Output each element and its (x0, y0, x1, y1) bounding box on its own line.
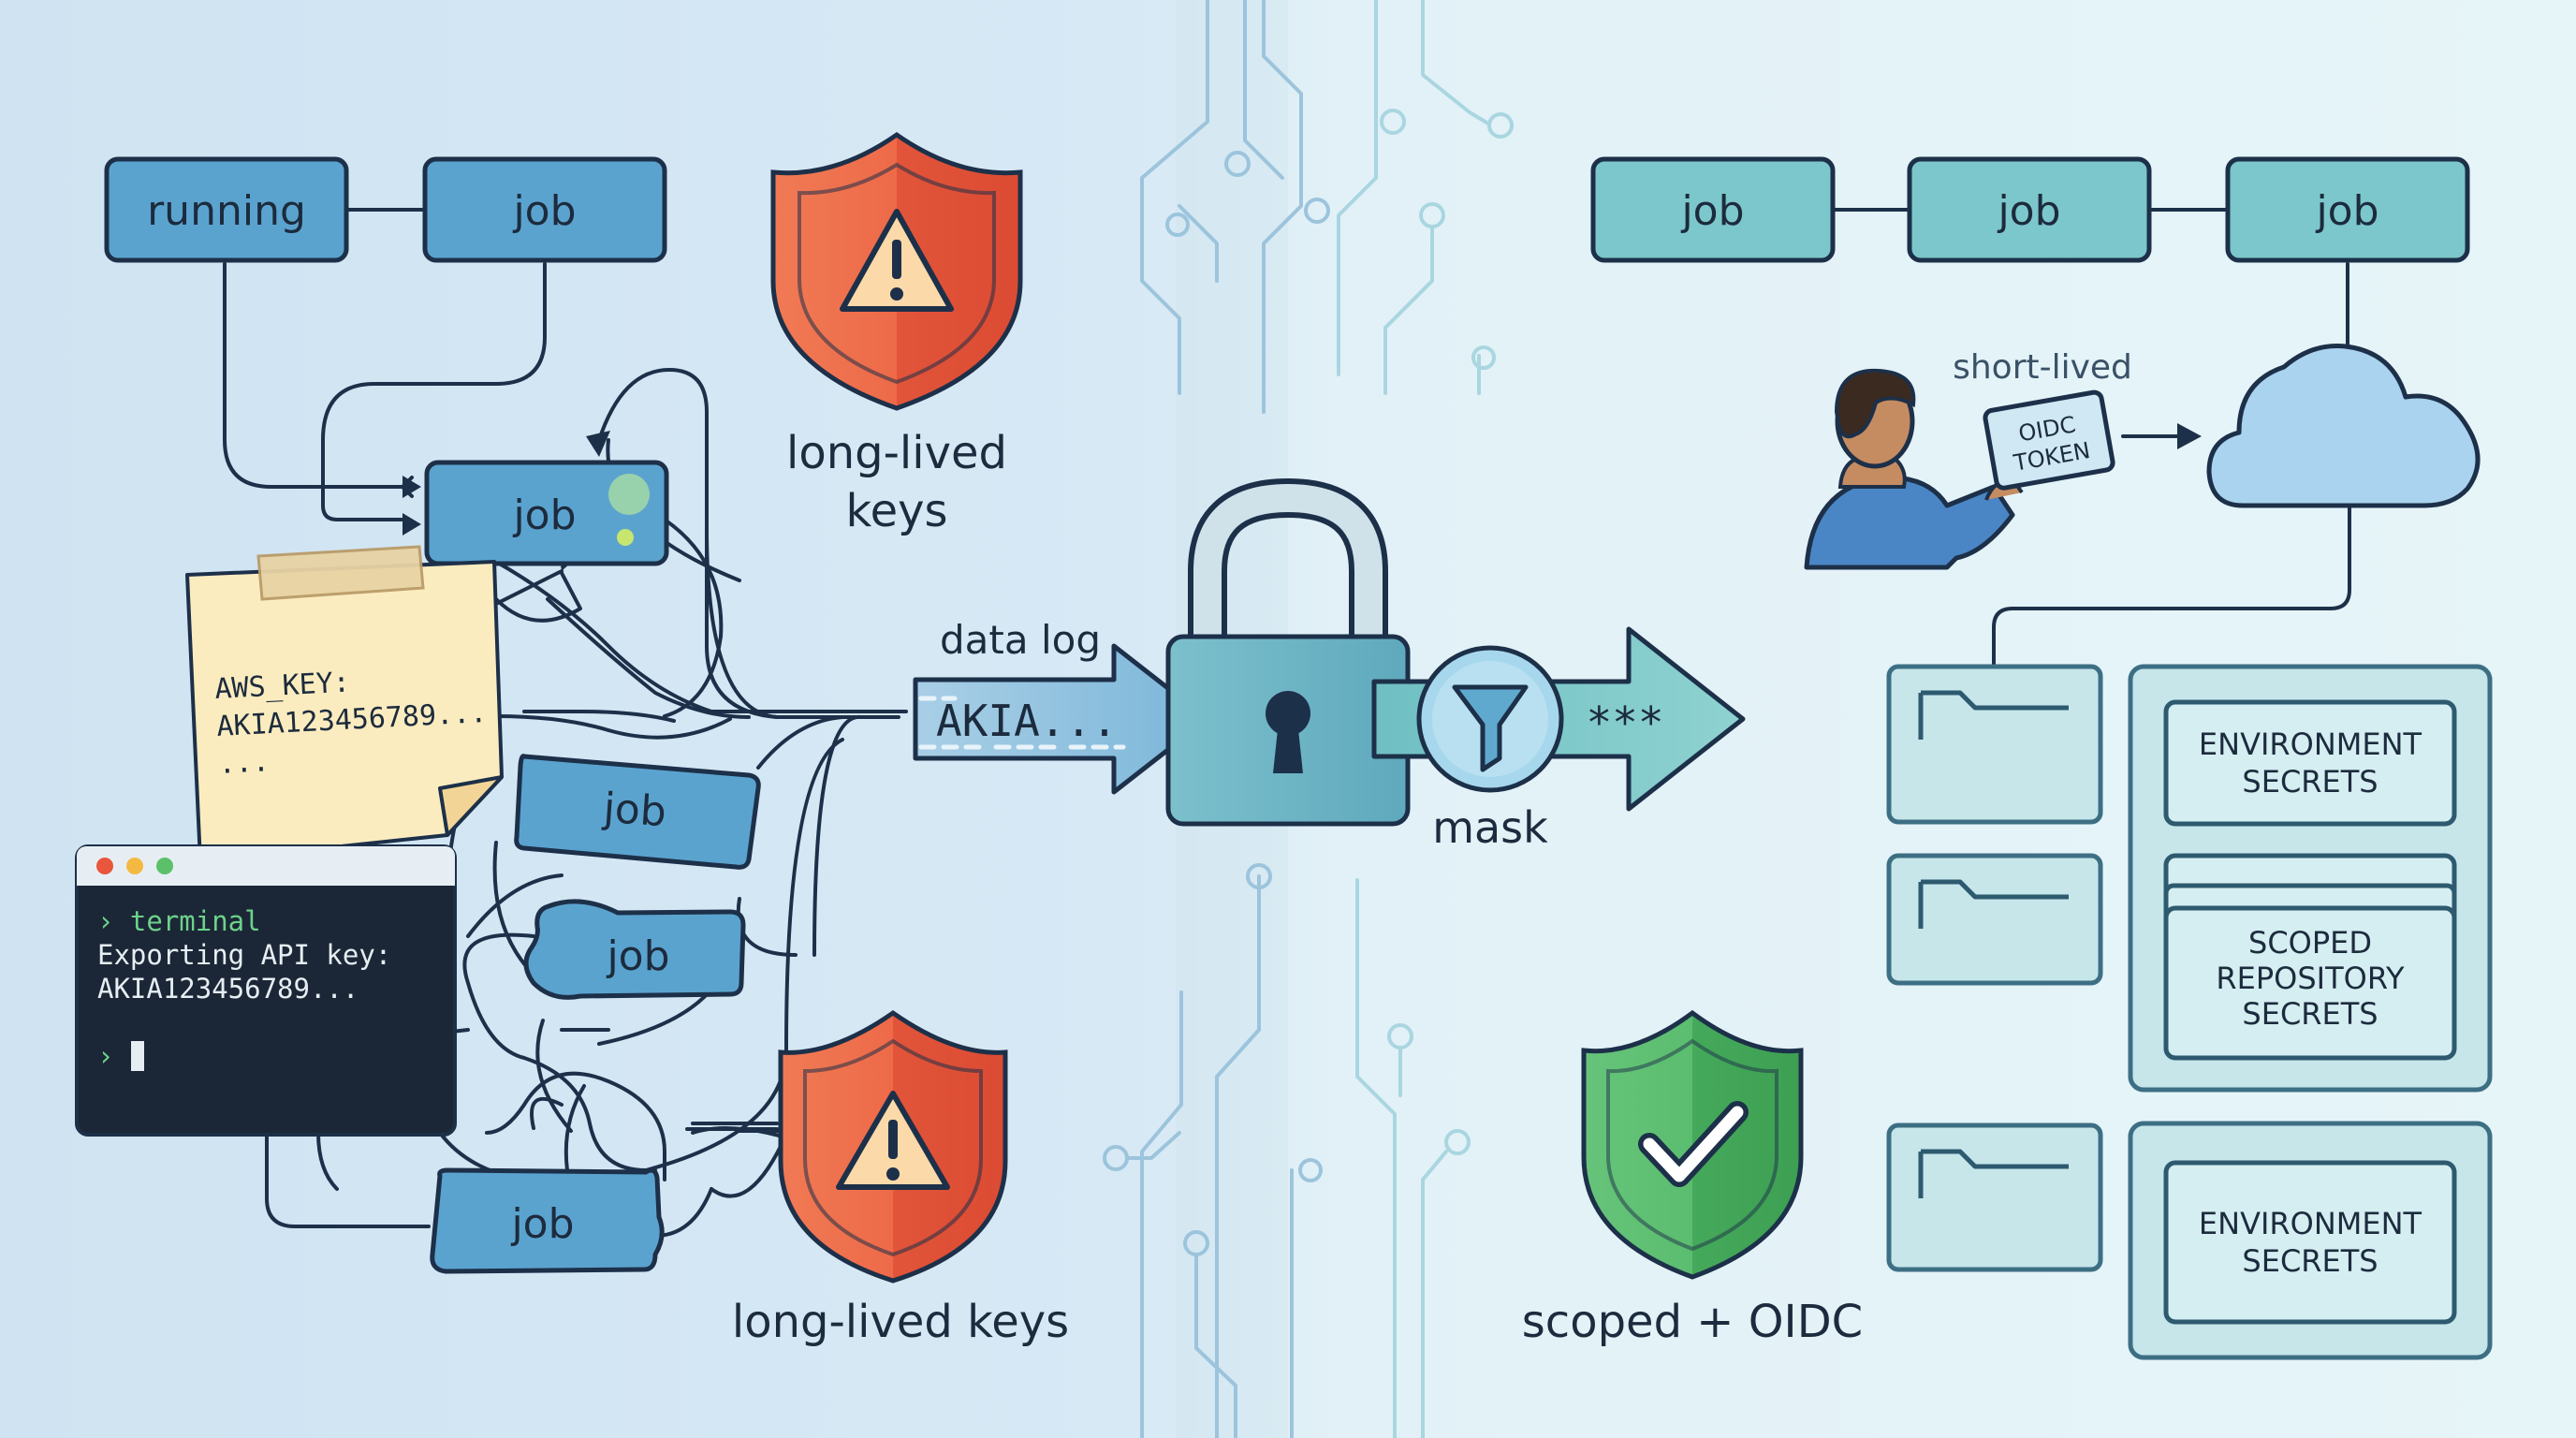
scoped-repository-secrets[interactable]: SCOPED REPOSITORY SECRETS (2163, 853, 2457, 1061)
node-job-top[interactable]: job (422, 156, 667, 263)
node-job-a[interactable]: job (514, 754, 761, 870)
node-running-label: running (147, 187, 306, 235)
terminal-line2: Exporting API key: (97, 939, 391, 971)
sticky-line3: ... (218, 745, 271, 781)
checkmark-shield-icon (1581, 1009, 1804, 1280)
warning-bottom-label: long-lived keys (732, 1296, 1069, 1348)
terminal-prompt: › (97, 1040, 113, 1072)
close-dot-icon[interactable] (96, 858, 113, 874)
scoped-line2: REPOSITORY (2216, 961, 2405, 996)
short-lived-label: short-lived (1953, 348, 2132, 387)
minimize-dot-icon[interactable] (126, 858, 143, 874)
node-job-bottom-label: job (510, 1200, 574, 1248)
input-key-text: AKIA... (936, 696, 1118, 746)
sticky-line1: AWS_KEY: (214, 666, 351, 706)
node-job-right-1-label: job (1680, 187, 1744, 235)
masked-output-text: *** (1586, 697, 1663, 748)
environment-secrets-2[interactable]: ENVIRONMENT SECRETS (2163, 1160, 2457, 1325)
node-job-mid-label: job (512, 492, 576, 539)
node-job-top-label: job (512, 187, 576, 235)
warning-top-label-1: long-lived (786, 427, 1007, 479)
tape (256, 545, 425, 601)
node-running[interactable]: running (104, 156, 349, 263)
terminal-cursor (131, 1041, 144, 1071)
env1-line1: ENVIRONMENT (2199, 726, 2422, 762)
terminal-title-line: › terminal (97, 905, 261, 937)
node-job-b[interactable]: job (523, 899, 746, 1000)
environment-secrets-1[interactable]: ENVIRONMENT SECRETS (2163, 699, 2457, 827)
cloud-icon (2206, 343, 2481, 508)
node-job-right-2-label: job (1997, 187, 2060, 235)
node-job-right-1[interactable]: job (1590, 156, 1836, 263)
warning-shield-bottom-icon (778, 1009, 1008, 1284)
scoped-line3: SECRETS (2242, 996, 2378, 1032)
node-job-bottom[interactable]: job (430, 1167, 665, 1274)
folder-icon-1[interactable] (1886, 664, 2103, 825)
terminal-window[interactable]: › terminal Exporting API key: AKIA123456… (75, 844, 457, 1137)
shield-scoped-label: scoped + OIDC (1522, 1296, 1863, 1348)
env2-line2: SECRETS (2242, 1243, 2378, 1279)
node-job-right-2[interactable]: job (1907, 156, 2152, 263)
data-log-arrow (913, 643, 1210, 795)
padlock-icon (1165, 477, 1411, 827)
node-job-a-label: job (601, 785, 667, 837)
warning-top-label-2: keys (845, 485, 947, 537)
maximize-dot-icon[interactable] (156, 858, 173, 874)
warning-shield-icon (770, 131, 1023, 411)
node-job-right-3-label: job (2315, 187, 2378, 235)
env2-line1: ENVIRONMENT (2199, 1206, 2422, 1241)
terminal-line3: AKIA123456789... (97, 973, 359, 1005)
oidc-token-card[interactable]: OIDC TOKEN (1983, 389, 2115, 491)
mask-label: mask (1432, 802, 1548, 853)
folder-icon-3[interactable] (1886, 1123, 2103, 1272)
node-job-b-label: job (606, 932, 669, 980)
env1-line2: SECRETS (2242, 764, 2378, 800)
sticky-note: AWS_KEY: AKIA123456789... ... (185, 545, 504, 863)
person-icon (1804, 368, 2024, 570)
circuit-traces (1103, 0, 1514, 1438)
node-job-mid[interactable]: job (424, 460, 669, 566)
scoped-line1: SCOPED (2248, 925, 2372, 961)
filter-funnel-icon (1416, 645, 1564, 793)
node-job-right-3[interactable]: job (2225, 156, 2470, 263)
data-log-label: data log (940, 617, 1101, 663)
folder-icon-2[interactable] (1886, 853, 2103, 986)
